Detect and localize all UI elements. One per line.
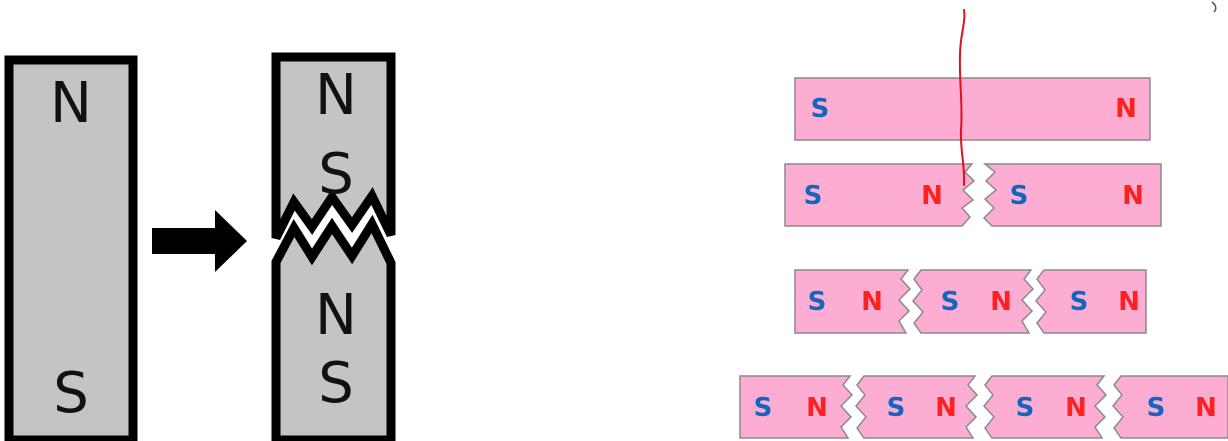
broken-magnet: N S N S: [271, 52, 396, 441]
upper-piece-south-label: S: [318, 142, 354, 207]
whole-magnet-south-label: S: [53, 361, 89, 426]
magnet-row-1: S N: [794, 77, 1151, 141]
row3-piece-1-south: S: [808, 287, 827, 317]
row4-piece-4-south: S: [1147, 393, 1166, 423]
whole-magnet-body: [4, 55, 138, 441]
row4-piece-3-south: S: [1016, 393, 1035, 423]
whole-magnet: N S: [4, 55, 138, 441]
row1-piece-1-north: N: [1115, 94, 1137, 124]
row4-piece-3-north: N: [1065, 393, 1087, 423]
row3-piece-3-north: N: [1118, 287, 1140, 317]
whole-magnet-north-label: N: [50, 71, 92, 136]
row2-piece-2: [982, 163, 1162, 227]
arrow-icon: [152, 210, 247, 272]
row4-piece-3: [983, 375, 1108, 439]
row4-piece-2-south: S: [887, 393, 906, 423]
lower-piece-north-label: N: [315, 283, 357, 348]
row3-piece-3: [1035, 269, 1147, 334]
broken-magnet-upper-piece: [271, 52, 396, 241]
row4-piece-1: [739, 375, 854, 439]
row3-piece-2-south: S: [941, 287, 960, 317]
row4-piece-4: [1112, 375, 1228, 439]
row3-piece-3-south: S: [1070, 287, 1089, 317]
row4-piece-1-north: N: [806, 393, 828, 423]
row4-piece-2-north: N: [935, 393, 957, 423]
row4-piece-1-south: S: [754, 393, 773, 423]
edge-mark: [1211, 1, 1217, 13]
magnet-row-4: S N S N S N S N: [739, 375, 1228, 439]
row2-piece-2-south: S: [1010, 181, 1029, 211]
row3-piece-1: [794, 269, 912, 334]
row3-piece-1-north: N: [861, 287, 883, 317]
row1-piece-1-south: S: [811, 94, 830, 124]
row2-piece-1-south: S: [804, 181, 823, 211]
row2-piece-1-north: N: [921, 181, 943, 211]
magnet-row-2: S N S N: [784, 163, 1162, 227]
row4-piece-2: [855, 375, 979, 439]
row1-piece-1: [794, 77, 1151, 141]
row3-piece-2: [912, 269, 1035, 334]
row2-piece-2-north: N: [1122, 181, 1144, 211]
annotation-line: [958, 9, 966, 186]
lower-piece-south-label: S: [318, 351, 354, 416]
row2-piece-1: [784, 163, 976, 227]
magnet-row-3: S N S N S N: [794, 269, 1147, 334]
upper-piece-north-label: N: [315, 63, 357, 128]
row3-piece-2-north: N: [990, 287, 1012, 317]
broken-magnet-lower-piece: [271, 214, 396, 441]
row4-piece-4-north: N: [1195, 393, 1217, 423]
